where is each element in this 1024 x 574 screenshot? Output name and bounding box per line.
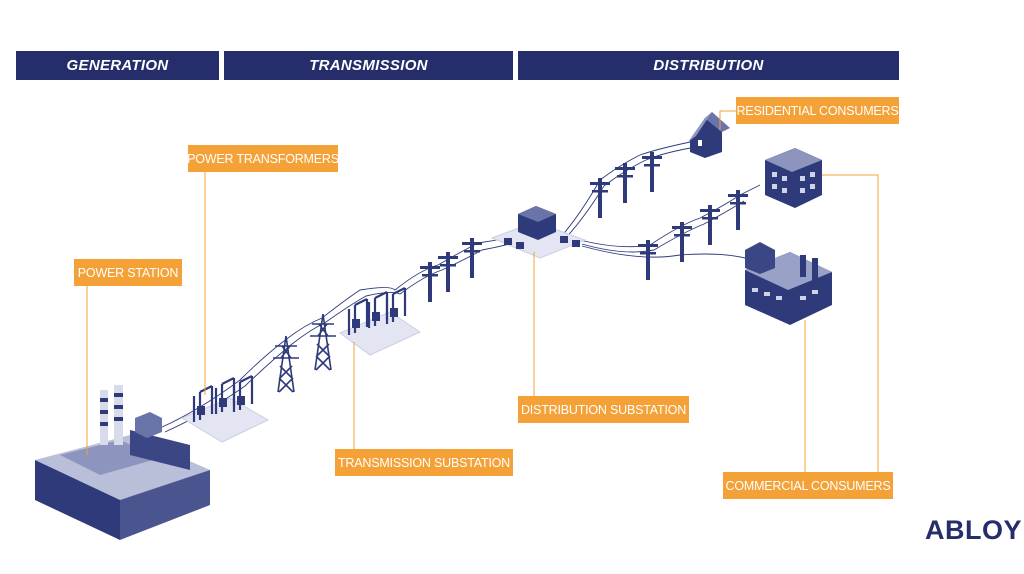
distribution-substation-building [490,206,587,259]
transmission-lines [159,139,761,433]
callout-power-station: POWER STATION [74,259,182,286]
pylon-1 [272,335,300,393]
residential-house [688,112,730,158]
stage-distribution: DISTRIBUTION [518,51,899,80]
factory-building [745,242,832,325]
stage-generation: GENERATION [16,51,219,80]
stage-transmission: TRANSMISSION [224,51,513,80]
power-station-building [35,385,210,540]
power-transformers-substation [180,374,270,443]
callout-leader-lines [86,110,879,472]
callout-transmission-substation: TRANSMISSION SUBSTATION [335,449,513,476]
callout-residential-consumers: RESIDENTIAL CONSUMERS [736,97,899,124]
callout-distribution-substation: DISTRIBUTION SUBSTATION [518,396,689,423]
transmission-substation [338,286,422,356]
callout-commercial-consumers: COMMERCIAL CONSUMERS [723,472,893,499]
commercial-office-building [765,148,822,208]
callout-power-transformers: POWER TRANSFORMERS [187,145,339,172]
pylon-2 [309,313,337,371]
abloy-logo: ABLOY [925,515,1022,545]
